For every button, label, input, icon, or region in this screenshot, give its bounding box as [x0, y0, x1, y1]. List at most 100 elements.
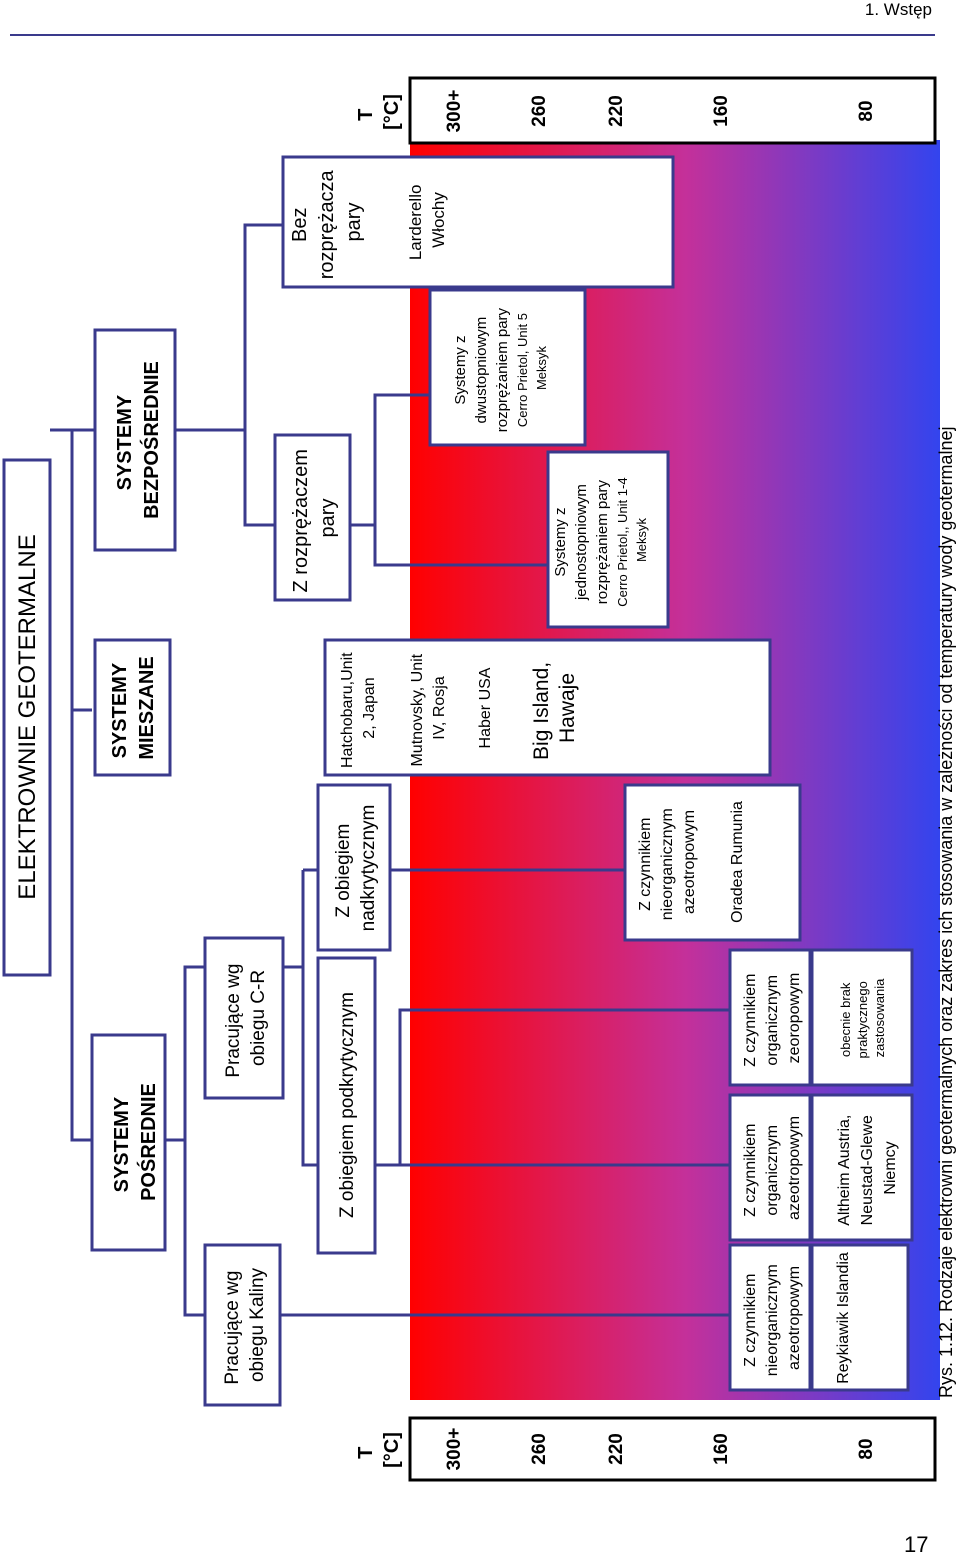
kalina-example-label: Reykiawik Islandia [835, 1252, 852, 1384]
inorg-azeo-example-label: Oradea Rumunia [729, 801, 746, 923]
diagram-title: ELEKTROWNIE GEOTERMALNE [14, 534, 41, 899]
svg-text:Z obiegiem nadkrytyczn: Z obiegiem nadkrytycznym [333, 805, 379, 932]
title-box [2, 458, 52, 977]
kalina-box [203, 1243, 282, 1407]
cr-label-1: Pracujące wg [223, 964, 244, 1078]
with-separator-label-2: pary [317, 499, 339, 538]
single-flash-4: Cerro Prietol,, Unit 1-4 [615, 477, 630, 606]
svg-text:T [°C]: T [°C] [355, 94, 403, 130]
kalina-fluid-box [728, 1243, 812, 1392]
inorg-azeo-label-2: nieorganicznym [659, 808, 676, 920]
org-zeo-label-1: Z czynnikiem [742, 974, 759, 1067]
svg-text:Systemy z dwustopniowy: Systemy z dwustopniowym rozprężaniem par… [452, 304, 549, 432]
kalina-label-1: Pracujące wg [222, 1271, 243, 1385]
tick-top-300: 300+ [444, 90, 465, 133]
temp-axis-label-bottom-1: T [355, 1447, 377, 1459]
cr-box [203, 936, 285, 1100]
org-azeo-label-1: Z czynnikiem [742, 1124, 759, 1217]
supercritical-label-2: nadkrytycznym [358, 805, 379, 932]
tick-bottom-80: 80 [856, 1438, 877, 1459]
mixed-label-1: SYSTEMY [109, 662, 131, 758]
single-flash-1: Systemy z [552, 507, 569, 576]
without-separator-label-3: pary [343, 203, 365, 242]
supercritical-label-1: Z obiegiem [333, 824, 354, 918]
mixed-example-4a: Big Island, [530, 662, 553, 760]
kalina-fluid-label-2: nieorganicznym [764, 1264, 781, 1376]
org-zeo-example-1: obecnie brak [838, 982, 853, 1057]
connector-lines [50, 223, 730, 1317]
page-number: 17 [904, 1532, 929, 1557]
org-azeo-label-3: azeotropowym [786, 1116, 803, 1220]
without-example-2: Włochy [429, 192, 448, 248]
mixed-label-2: MIESZANE [136, 656, 158, 759]
without-separator-label-1: Bez [289, 208, 311, 242]
double-flash-1: Systemy z [452, 335, 469, 404]
tick-top-260: 260 [529, 95, 550, 127]
svg-text:Pracujące wg obiegu Ka: Pracujące wg obiegu Kaliny [222, 1265, 268, 1384]
tick-bottom-260: 260 [529, 1433, 550, 1465]
svg-text:Hatchobaru,Unit 2, Jap: Hatchobaru,Unit 2, Japan [339, 648, 378, 768]
subcritical-box [316, 956, 377, 1255]
direct-label-2: BEZPOŚREDNIE [139, 361, 163, 519]
org-azeo-example-1: Altheim Austria, [836, 1115, 853, 1226]
svg-text:Z czynnikiem nieorgani: Z czynnikiem nieorganicznym azeotropowym [637, 804, 698, 921]
svg-text:T [°C]: T [°C] [355, 1432, 403, 1468]
double-flash-2: dwustopniowym [473, 317, 490, 424]
org-zeo-example-2: praktycznego [855, 981, 870, 1058]
org-zeo-example-box [810, 948, 914, 1087]
org-zeo-example-3: zastosowania [872, 978, 887, 1058]
svg-text:Big Island, Hawaje: Big Island, Hawaje [530, 656, 579, 760]
kalina-fluid-label-1: Z czynnikiem [742, 1274, 759, 1367]
org-azeo-example-2: Neustad-Glewe [859, 1115, 876, 1225]
org-zeo-label-3: zeoropowym [786, 973, 803, 1064]
single-flash-box [546, 450, 670, 629]
with-separator-box [273, 433, 352, 602]
header-rule [10, 34, 935, 36]
svg-text:Mutnovsky, Unit IV, Ro: Mutnovsky, Unit IV, Rosja [409, 649, 448, 766]
org-azeo-box [728, 1093, 812, 1242]
org-zeo-box [728, 948, 812, 1087]
mixed-example-1a: Hatchobaru,Unit [339, 652, 356, 768]
svg-text:Z czynnikiem organiczn: Z czynnikiem organicznym zeoropowym [742, 969, 803, 1067]
tick-top-80: 80 [856, 100, 877, 121]
tick-top-160: 160 [711, 95, 732, 127]
without-separator-label-2: rozprężacza [316, 169, 338, 279]
indirect-label-2: POŚREDNIE [136, 1083, 160, 1201]
temp-axis-label-bottom-2: [°C] [381, 1432, 403, 1468]
mixed-example-2b: IV, Rosja [431, 676, 448, 740]
double-flash-3: rozprężaniem pary [494, 307, 511, 432]
mixed-systems-box [93, 638, 172, 777]
svg-text:obecnie brak praktyczn: obecnie brak praktycznego zastosowania [838, 978, 887, 1059]
svg-text:Z czynnikiem organiczn: Z czynnikiem organicznym azeotropowym [742, 1116, 803, 1220]
svg-text:SYSTEMY POŚREDNIE: SYSTEMY POŚREDNIE [111, 1083, 160, 1201]
mixed-examples-box [323, 638, 772, 777]
temp-axis-label-top-2: [°C] [381, 94, 403, 130]
svg-text:Pracujące wg obiegu C-: Pracujące wg obiegu C-R [223, 958, 269, 1077]
double-flash-4: Cerro Prietol, Unit 5 [515, 313, 530, 427]
single-flash-3: rozprężaniem pary [594, 479, 611, 604]
chapter-header: 1. Wstęp [864, 0, 932, 19]
inorg-azeo-label-3: azeotropowym [681, 810, 698, 914]
svg-text:Altheim Austria, Neust: Altheim Austria, Neustad-Glewe Niemcy [836, 1110, 899, 1226]
org-azeo-example-box [810, 1093, 914, 1242]
without-separator-box [281, 155, 675, 289]
temperature-scale-top [408, 76, 937, 145]
with-separator-label-1: Z rozprężaczem [290, 449, 312, 592]
single-flash-5: Meksyk [634, 517, 649, 562]
kalina-example-box [810, 1243, 910, 1392]
cr-label-2: obiegu C-R [248, 970, 269, 1066]
mixed-example-2a: Mutnovsky, Unit [409, 653, 426, 766]
supercritical-box [316, 783, 392, 952]
mixed-example-4b: Hawaje [556, 673, 579, 743]
inorg-azeo-label-1: Z czynnikiem [637, 818, 654, 911]
tick-top-220: 220 [606, 95, 627, 127]
temperature-scale-bottom [408, 1416, 937, 1482]
org-azeo-label-2: organicznym [764, 1125, 781, 1216]
tick-bottom-220: 220 [606, 1433, 627, 1465]
indirect-systems-box [90, 1033, 167, 1252]
svg-text:Bez rozprężacza: Bez rozprężacza pary [289, 165, 365, 280]
org-zeo-label-2: organicznym [764, 975, 781, 1066]
indirect-label-1: SYSTEMY [111, 1096, 133, 1192]
